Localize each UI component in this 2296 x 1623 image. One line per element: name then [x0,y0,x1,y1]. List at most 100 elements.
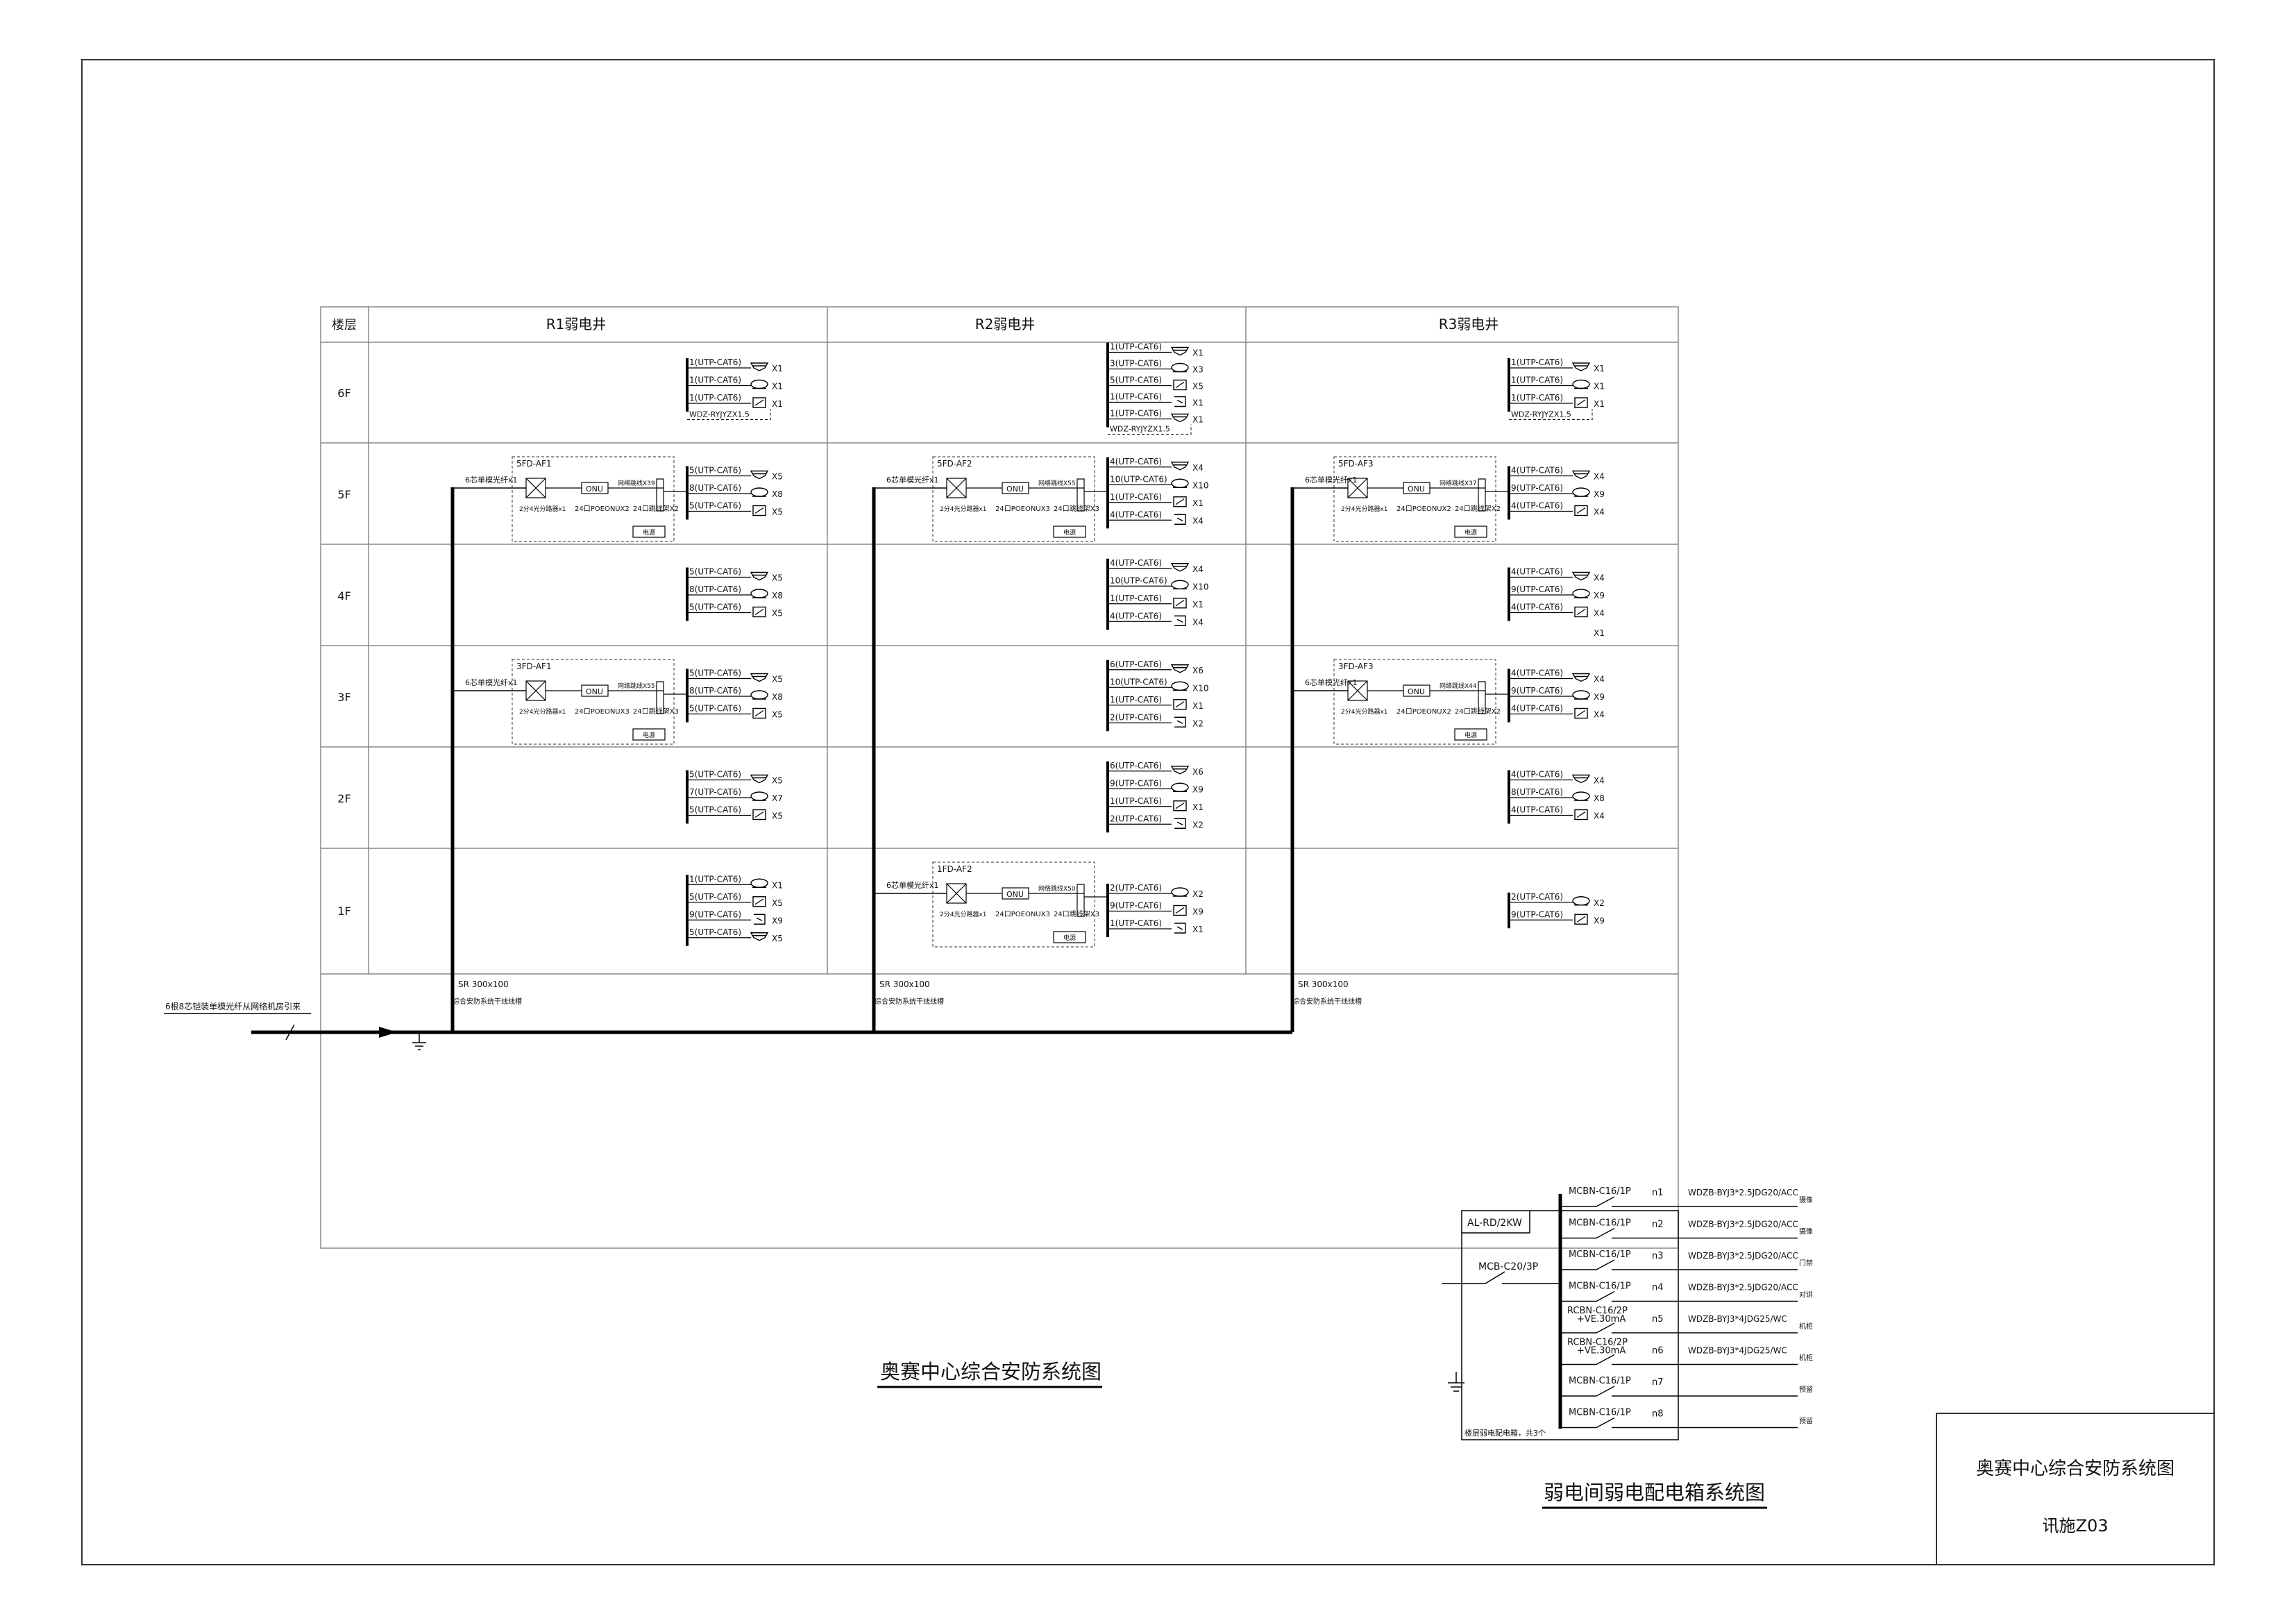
onu-label: ONU [1006,485,1024,494]
title-block-name: 奥赛中心综合安防系统图 [1976,1458,2175,1479]
net-patch-label: 网络跳线X55 [1038,479,1076,487]
circuit-breaker: RCBN-C16/2P [1567,1306,1628,1316]
access-reader-mark [1576,916,1586,923]
trunk-size-r3: SR 300x100 [1298,979,1349,989]
camera-ptz-icon [1171,887,1189,897]
cable-spec: 9(UTP-CAT6) [1110,901,1162,911]
circuit-load: 机柜 [1799,1322,1813,1331]
device-count: X4 [1192,463,1204,473]
splitter-cross-b [1347,680,1368,701]
device-count: X10 [1192,582,1209,591]
access-reader-icon [1574,809,1588,821]
breaker-contact-icon [1596,1322,1615,1334]
splitter-cross-b [1347,478,1368,498]
power-box-icon [1053,525,1086,538]
cable-spec: 5(UTP-CAT6) [689,704,741,714]
cable-spec: 4(UTP-CAT6) [1110,558,1162,568]
circuit-id: n2 [1652,1220,1664,1230]
camera-ptz-icon [1572,690,1590,700]
circuit-id: n8 [1652,1409,1664,1420]
cable-spec: 1(UTP-CAT6) [1511,393,1563,403]
panel-diagram-title: 弱电间弱电配电箱系统图 [1544,1481,1765,1504]
circuit-load: 预留 [1799,1385,1813,1394]
box-frame [932,861,1095,948]
device-count: X5 [772,472,783,482]
title-block [1936,1413,2215,1565]
device-count: X1 [772,364,783,373]
cable-spec: 4(UTP-CAT6) [1511,603,1563,612]
cable-spec: 8(UTP-CAT6) [689,483,741,493]
cable-spec: 9(UTP-CAT6) [1511,483,1563,493]
access-reader-icon [1574,505,1588,516]
power-cable-dashed [687,409,771,420]
device-count: X5 [772,934,783,943]
onu-label: ONU [1006,890,1024,899]
access-reader-mark [754,812,764,818]
access-reader-icon [752,505,766,516]
onu-label: ONU [1408,687,1425,696]
cable-spec: 9(UTP-CAT6) [1511,585,1563,594]
fiber-label: 6芯单模光纤x1 [465,678,518,687]
cable-spec: 3(UTP-CAT6) [1110,359,1162,369]
onu-ports-label: 24口POEONUX2 [575,505,630,513]
access-reader-mark [754,609,764,615]
access-reader-mark [1576,812,1586,818]
device-count: X1 [1192,498,1204,508]
camera-ptz-icon [1572,379,1590,389]
cable-spec: 1(UTP-CAT6) [689,874,741,884]
camera-ptz-icon [750,690,768,700]
device-count: X10 [1192,683,1209,693]
device-count: X2 [1192,820,1204,830]
device-count: X7 [772,793,783,803]
drawing-border [81,59,2215,1565]
access-reader-mark [1175,907,1185,914]
distribution-box: 3FD-AF16芯单模光纤x12分4光分路器x1ONU24口POEONUX3网络… [453,659,687,745]
camera-ptz-icon [1171,478,1189,488]
cable-spec: 1(UTP-CAT6) [689,393,741,403]
device-count: X8 [1594,793,1605,803]
device-count: X1 [772,382,783,392]
circuit-cable: WDZB-BYJ3*4JDG25/WC [1688,1346,1787,1356]
breaker-contact-icon [1596,1290,1615,1302]
cable-spec: 2(UTP-CAT6) [1110,814,1162,823]
access-reader-icon [1173,379,1187,391]
breaker-contact-icon [1596,1259,1615,1270]
power-box-icon [1454,525,1487,538]
splitter-label: 2分4光分路器x1 [519,505,566,513]
device-count: X6 [1192,767,1204,777]
access-reader-icon [1574,707,1588,719]
floor-label-4f: 4F [337,589,351,603]
intercom-mark [756,917,763,921]
cable-spec: 1(UTP-CAT6) [1110,918,1162,928]
cable-spec: 1(UTP-CAT6) [1511,358,1563,367]
splitter-cross-b [946,478,967,498]
circuit-id: n4 [1652,1283,1664,1293]
intercom-icon [1174,716,1186,728]
device-count: X2 [1192,889,1204,899]
camera-ptz-icon [1171,580,1189,589]
device-count: X1 [1192,701,1204,711]
patch-panel-label: 24口跳线架X3 [1054,504,1099,513]
onu-label: ONU [586,687,603,696]
cable-spec: 5(UTP-CAT6) [1110,376,1162,385]
device-count: X1 [772,880,783,890]
access-reader-mark [1576,399,1586,406]
patch-panel-icon [1077,478,1085,512]
incoming-cable-label: 6根8芯铠装单模光纤从网络机房引来 [165,1001,301,1011]
camera-dome-icon [1170,766,1190,775]
circuit-breaker: MCBN-C16/1P [1569,1408,1631,1418]
trunk-desc-r2: 综合安防系统干线线槽 [875,997,944,1006]
device-count: X4 [1192,564,1204,574]
cable-spec: 1(UTP-CAT6) [1110,342,1162,352]
panel-name: AL-RD/2KW [1467,1218,1522,1229]
cable-spec: 2(UTP-CAT6) [1110,712,1162,722]
box-frame [1333,456,1496,542]
access-reader-mark [1175,701,1185,708]
access-reader-mark [1175,600,1185,607]
fiber-label: 6芯单模光纤x1 [886,880,939,890]
cable-spec: 1(UTP-CAT6) [689,358,741,367]
camera-dome-icon [750,470,769,480]
fiber-label: 6芯单模光纤x1 [886,475,939,485]
